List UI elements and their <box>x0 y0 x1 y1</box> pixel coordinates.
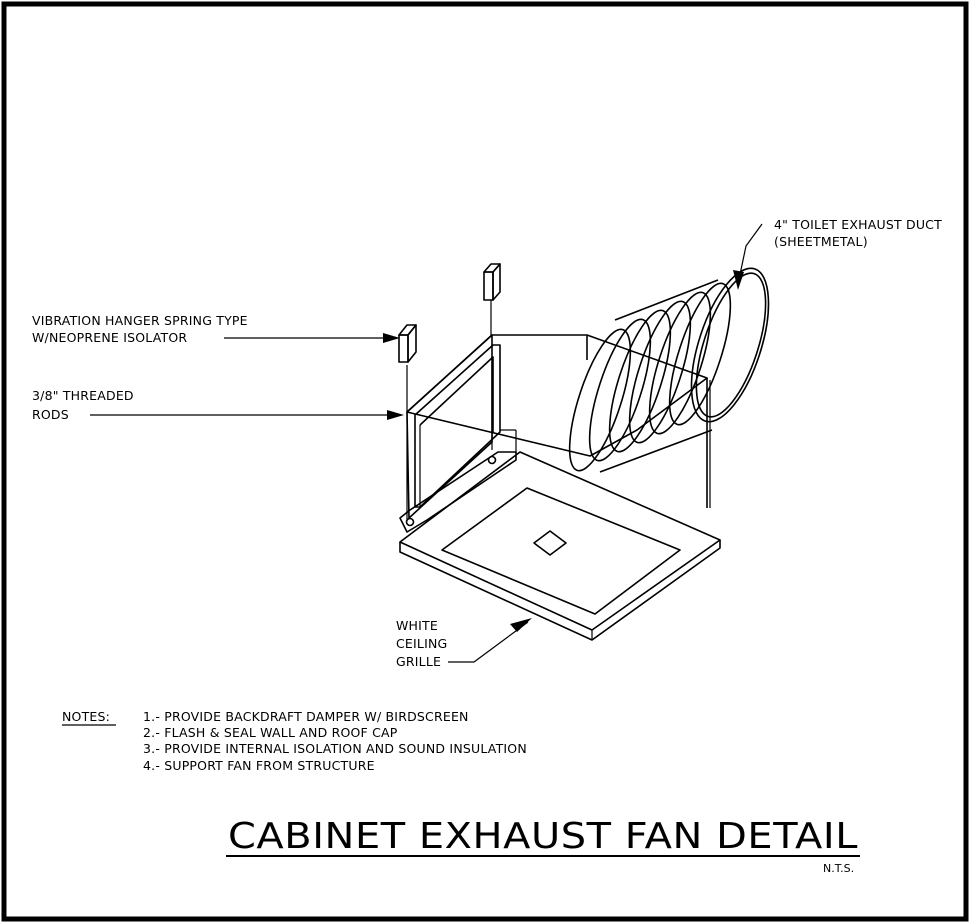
callout-hanger: VIBRATION HANGER SPRING TYPE W/NEOPRENE … <box>32 313 248 345</box>
callout-rods: 3/8" THREADED RODS <box>32 388 134 422</box>
detail-title: CABINET EXHAUST FAN DETAIL <box>228 816 858 857</box>
callout-grille-line1: WHITE <box>396 618 438 633</box>
ceiling-grille <box>399 451 721 641</box>
callout-grille-line2: CEILING <box>396 636 447 651</box>
callout-grille: WHITE CEILING GRILLE <box>396 618 447 669</box>
leader-lines <box>90 223 763 663</box>
title-block: CABINET EXHAUST FAN DETAIL N.T.S. <box>226 816 860 875</box>
note-item: 3.- PROVIDE INTERNAL ISOLATION AND SOUND… <box>143 741 527 756</box>
exhaust-duct <box>568 267 770 473</box>
fan-cabinet <box>406 334 708 519</box>
note-item: 2.- FLASH & SEAL WALL AND ROOF CAP <box>143 725 398 740</box>
callout-hanger-line1: VIBRATION HANGER SPRING TYPE <box>32 313 248 328</box>
fan-assembly-drawing <box>90 223 770 663</box>
callout-duct-line2: (SHEETMETAL) <box>774 234 868 249</box>
callout-rods-line2: RODS <box>32 407 69 422</box>
vibration-hanger-right <box>483 263 501 301</box>
mounting-bracket <box>399 429 517 533</box>
note-item: 1.- PROVIDE BACKDRAFT DAMPER W/ BIRDSCRE… <box>143 709 469 724</box>
callout-grille-line3: GRILLE <box>396 654 441 669</box>
callout-rods-line1: 3/8" THREADED <box>32 388 134 403</box>
callout-hanger-line2: W/NEOPRENE ISOLATOR <box>32 330 187 345</box>
callout-duct: 4" TOILET EXHAUST DUCT (SHEETMETAL) <box>774 217 942 249</box>
note-item: 4.- SUPPORT FAN FROM STRUCTURE <box>143 758 375 773</box>
callout-duct-line1: 4" TOILET EXHAUST DUCT <box>774 217 942 232</box>
vibration-hanger-left <box>398 324 417 363</box>
scale-note: N.T.S. <box>823 862 854 875</box>
notes-heading: NOTES: <box>62 709 110 724</box>
notes-block: NOTES: 1.- PROVIDE BACKDRAFT DAMPER W/ B… <box>62 709 527 773</box>
